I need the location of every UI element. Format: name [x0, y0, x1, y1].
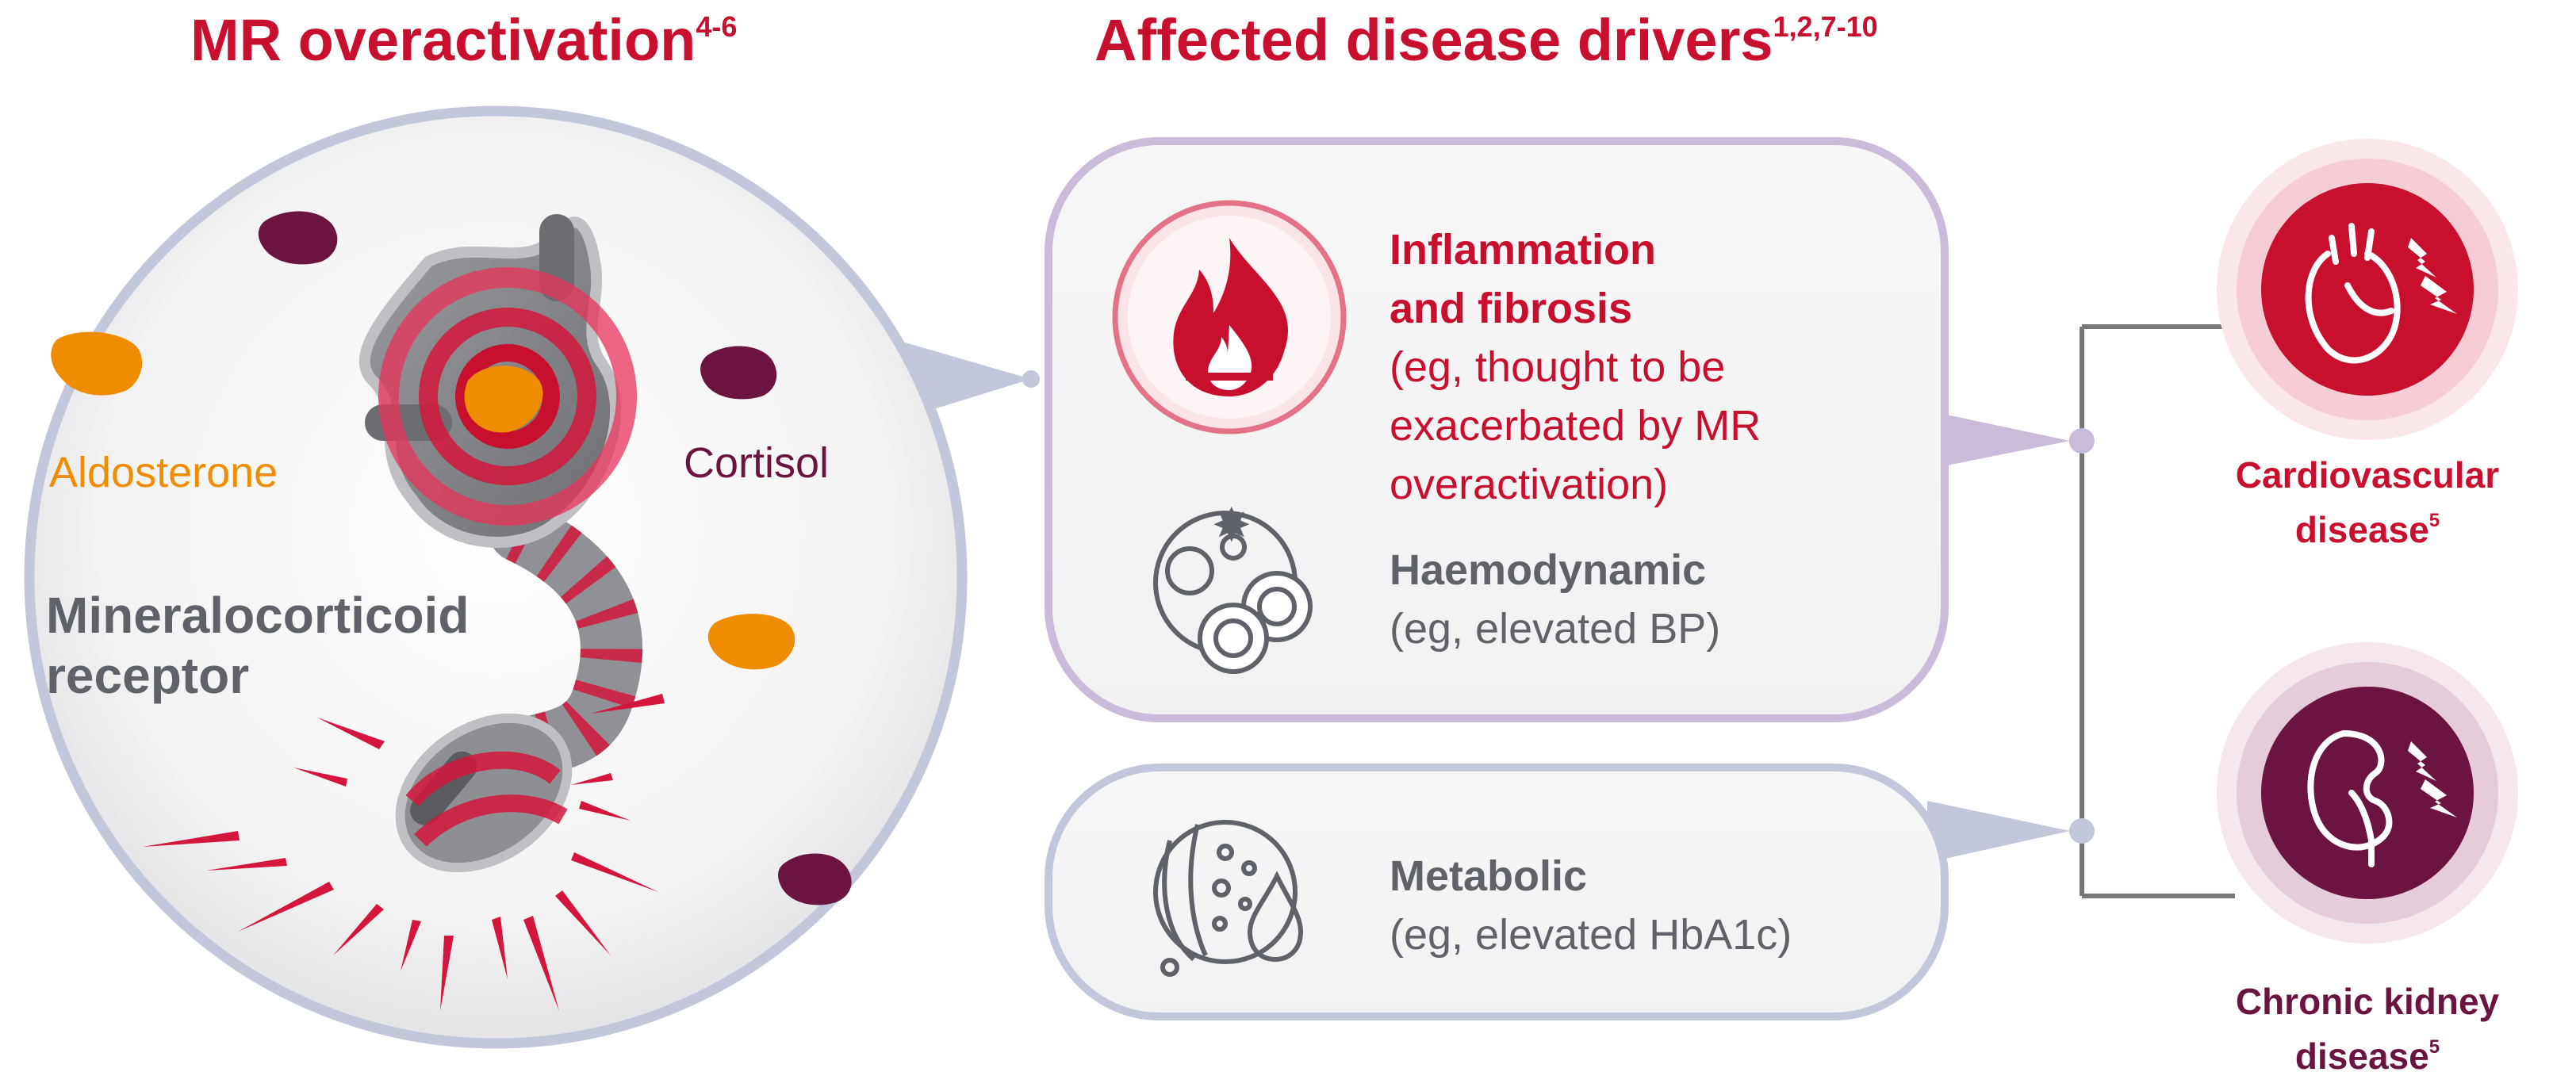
kidney-icon: [2217, 642, 2518, 944]
activation-burst: [143, 694, 665, 1011]
inflammation-title-line2: and fibrosis: [1390, 285, 1633, 332]
mr-overactivation-circle: [24, 105, 1040, 1049]
kidney-reference: 5: [2428, 1036, 2440, 1058]
kidney-line1: Chronic kidney: [2235, 981, 2500, 1022]
connector-lines: [2080, 324, 2235, 898]
blood-vessel-droplet-icon: [1153, 820, 1304, 977]
aldosterone-molecules: [51, 331, 795, 670]
receptor-label-line2: receptor: [46, 647, 250, 704]
aldosterone-label: Aldosterone: [49, 449, 278, 496]
inflammation-desc-line1: (eg, thought to be: [1390, 343, 1726, 391]
affected-disease-drivers-title: Affected disease drivers1,2,7-10: [1094, 7, 1878, 73]
mineralocorticoid-receptor-label: Mineralocorticoid receptor: [46, 585, 469, 706]
metabolic-driver: Metabolic (eg, elevated HbA1c): [1390, 847, 1792, 964]
inflammation-title-line1: Inflammation: [1390, 226, 1657, 274]
receptor-label-line1: Mineralocorticoid: [46, 587, 470, 644]
cortisol-molecules: [258, 211, 852, 905]
heart-icon: [2217, 139, 2518, 440]
kidney-line2: disease: [2294, 1035, 2429, 1077]
haemodynamic-driver: Haemodynamic (eg, elevated BP): [1390, 541, 1720, 658]
drivers-box-metabolic: [1045, 764, 2070, 1020]
receptor-illustration: [358, 214, 642, 873]
inflammation-desc-line2: exacerbated by MR: [1390, 402, 1761, 450]
title-references: 4-6: [696, 10, 738, 43]
metabolic-title: Metabolic: [1390, 852, 1588, 900]
cardiovascular-disease-label: Cardiovascular disease5: [2209, 452, 2526, 553]
title-references: 1,2,7-10: [1773, 10, 1878, 43]
cortisol-label: Cortisol: [684, 439, 830, 487]
haemodynamic-desc: (eg, elevated BP): [1390, 605, 1721, 653]
haemodynamic-title: Haemodynamic: [1390, 546, 1707, 594]
cardiovascular-line1: Cardiovascular: [2235, 454, 2500, 496]
blood-cells-icon: [1153, 506, 1313, 674]
chronic-kidney-disease-label: Chronic kidney disease5: [2209, 978, 2526, 1079]
mr-overactivation-title: MR overactivation4-6: [190, 7, 738, 73]
connector-node-top: [2069, 428, 2095, 454]
inflammation-desc-line3: overactivation): [1390, 461, 1669, 508]
flame-icon: [1112, 200, 1347, 434]
cardiovascular-reference: 5: [2428, 510, 2440, 531]
connector-node-bottom: [2069, 818, 2095, 844]
cardiovascular-line2: disease: [2294, 509, 2429, 550]
inflammation-driver: Inflammation and fibrosis (eg, thought t…: [1390, 220, 1761, 514]
metabolic-desc: (eg, elevated HbA1c): [1390, 911, 1792, 959]
